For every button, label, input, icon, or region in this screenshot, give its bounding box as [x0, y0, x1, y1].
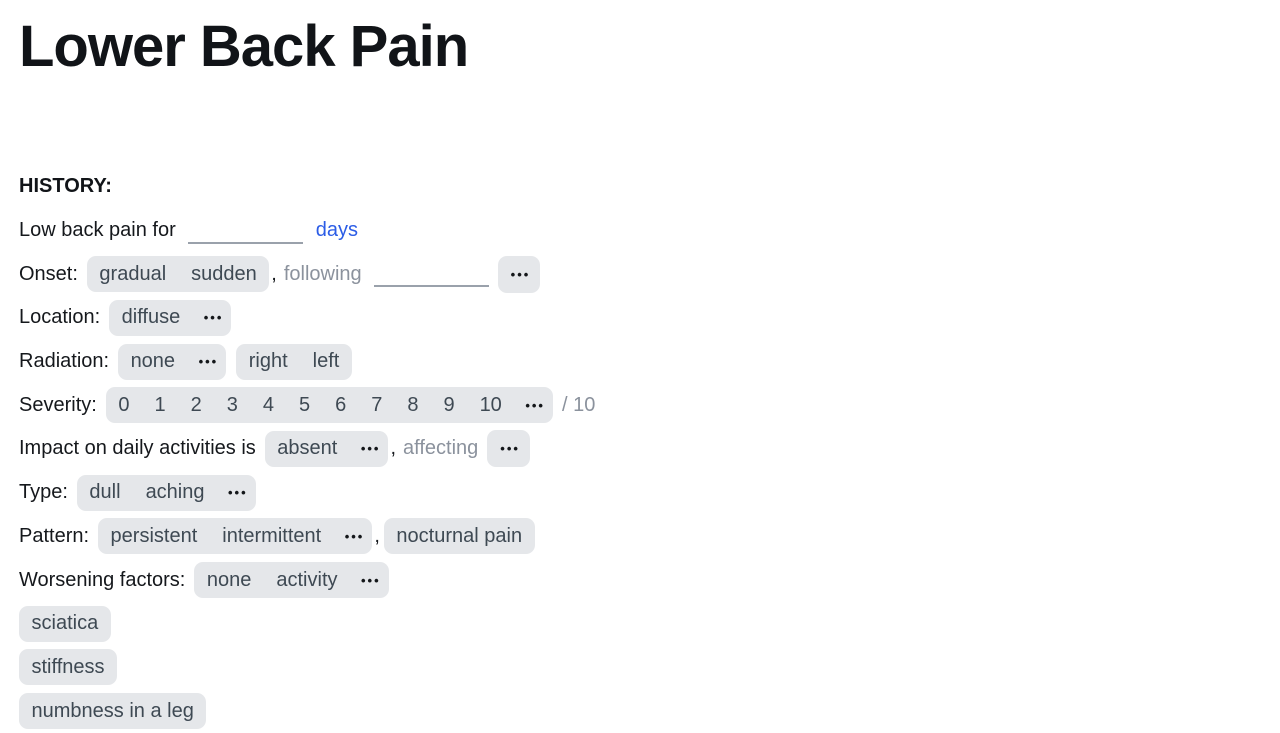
- radiation-option[interactable]: none: [118, 344, 188, 380]
- symptom-option[interactable]: stiffness: [19, 649, 117, 685]
- location-option[interactable]: diffuse: [109, 300, 193, 336]
- pattern-extra-group: nocturnal pain: [383, 518, 535, 555]
- radiation-side-option[interactable]: right: [236, 344, 300, 380]
- severity-option[interactable]: 0: [106, 387, 142, 423]
- worsening-option[interactable]: activity: [264, 562, 350, 598]
- severity-option[interactable]: 10: [467, 387, 514, 423]
- onset-more-group: •••: [497, 255, 541, 293]
- severity-option[interactable]: 3: [214, 387, 250, 423]
- history-heading-row: HISTORY:: [19, 165, 1280, 209]
- severity-option[interactable]: 4: [250, 387, 286, 423]
- symptom-row: sciatica: [19, 602, 1280, 646]
- more-options-icon[interactable]: •••: [334, 518, 373, 554]
- duration-row: Low back pain for days: [19, 209, 1280, 253]
- more-options-icon[interactable]: •••: [514, 387, 553, 423]
- location-options-group: diffuse•••: [109, 299, 232, 336]
- severity-option[interactable]: 8: [395, 387, 431, 423]
- symptom-pill-group: stiffness: [19, 649, 117, 686]
- severity-suffix: / 10: [561, 393, 596, 416]
- more-options-icon[interactable]: •••: [217, 475, 256, 511]
- severity-option[interactable]: 5: [286, 387, 322, 423]
- comma-text: ,: [390, 437, 397, 460]
- pattern-option[interactable]: intermittent: [210, 518, 334, 554]
- onset-blank-input[interactable]: [373, 261, 489, 288]
- comma-text: ,: [271, 262, 277, 285]
- history-heading: HISTORY:: [19, 175, 112, 198]
- onset-following-text: following: [283, 262, 362, 285]
- pattern-extra-option[interactable]: nocturnal pain: [384, 518, 535, 554]
- pattern-label: Pattern:: [19, 524, 90, 547]
- duration-label: Low back pain for: [19, 219, 176, 242]
- history-section: HISTORY: Low back pain for days Onset: g…: [19, 165, 1280, 733]
- severity-option[interactable]: 6: [323, 387, 359, 423]
- symptom-option[interactable]: sciatica: [19, 606, 111, 642]
- severity-option[interactable]: 7: [359, 387, 395, 423]
- onset-label: Onset:: [19, 262, 78, 285]
- more-options-icon[interactable]: •••: [188, 344, 227, 380]
- impact-option[interactable]: absent: [265, 431, 350, 467]
- symptom-pill-group: sciatica: [19, 605, 111, 642]
- more-options-icon[interactable]: •••: [193, 300, 232, 336]
- location-row: Location: diffuse•••: [19, 296, 1280, 340]
- more-options-icon[interactable]: •••: [350, 431, 389, 467]
- radiation-options-group: none•••: [118, 343, 227, 380]
- more-options-icon[interactable]: •••: [498, 256, 541, 293]
- type-option[interactable]: dull: [77, 475, 133, 511]
- type-label: Type:: [19, 481, 68, 504]
- comma-text: ,: [374, 524, 380, 547]
- location-label: Location:: [19, 306, 101, 329]
- severity-option[interactable]: 2: [178, 387, 214, 423]
- worsening-label: Worsening factors:: [19, 568, 186, 591]
- more-options-icon[interactable]: •••: [350, 562, 389, 598]
- impact-label: Impact on daily activities is: [19, 437, 256, 460]
- onset-option[interactable]: sudden: [179, 256, 270, 292]
- type-option[interactable]: aching: [133, 475, 217, 511]
- worsening-option[interactable]: none: [194, 562, 264, 598]
- radiation-label: Radiation:: [19, 350, 110, 373]
- page-title: Lower Back Pain: [19, 14, 469, 79]
- duration-unit-link[interactable]: days: [315, 219, 359, 242]
- impact-affecting-text: affecting: [403, 437, 479, 460]
- symptom-pill-group: numbness in a leg: [19, 693, 207, 730]
- symptom-row: numbness in a leg: [19, 689, 1280, 733]
- impact-options-group: absent•••: [264, 430, 389, 467]
- symptom-option[interactable]: numbness in a leg: [19, 693, 206, 729]
- severity-label: Severity:: [19, 393, 97, 416]
- severity-option[interactable]: 1: [142, 387, 178, 423]
- onset-option[interactable]: gradual: [87, 256, 179, 292]
- pattern-option[interactable]: persistent: [98, 518, 210, 554]
- impact-row: Impact on daily activities is absent••• …: [19, 427, 1280, 471]
- severity-option[interactable]: 9: [431, 387, 467, 423]
- radiation-side-option[interactable]: left: [300, 344, 352, 380]
- impact-more-group: •••: [487, 430, 530, 468]
- more-options-icon[interactable]: •••: [487, 430, 530, 467]
- duration-blank-input[interactable]: [187, 218, 303, 244]
- symptom-row: stiffness: [19, 646, 1280, 690]
